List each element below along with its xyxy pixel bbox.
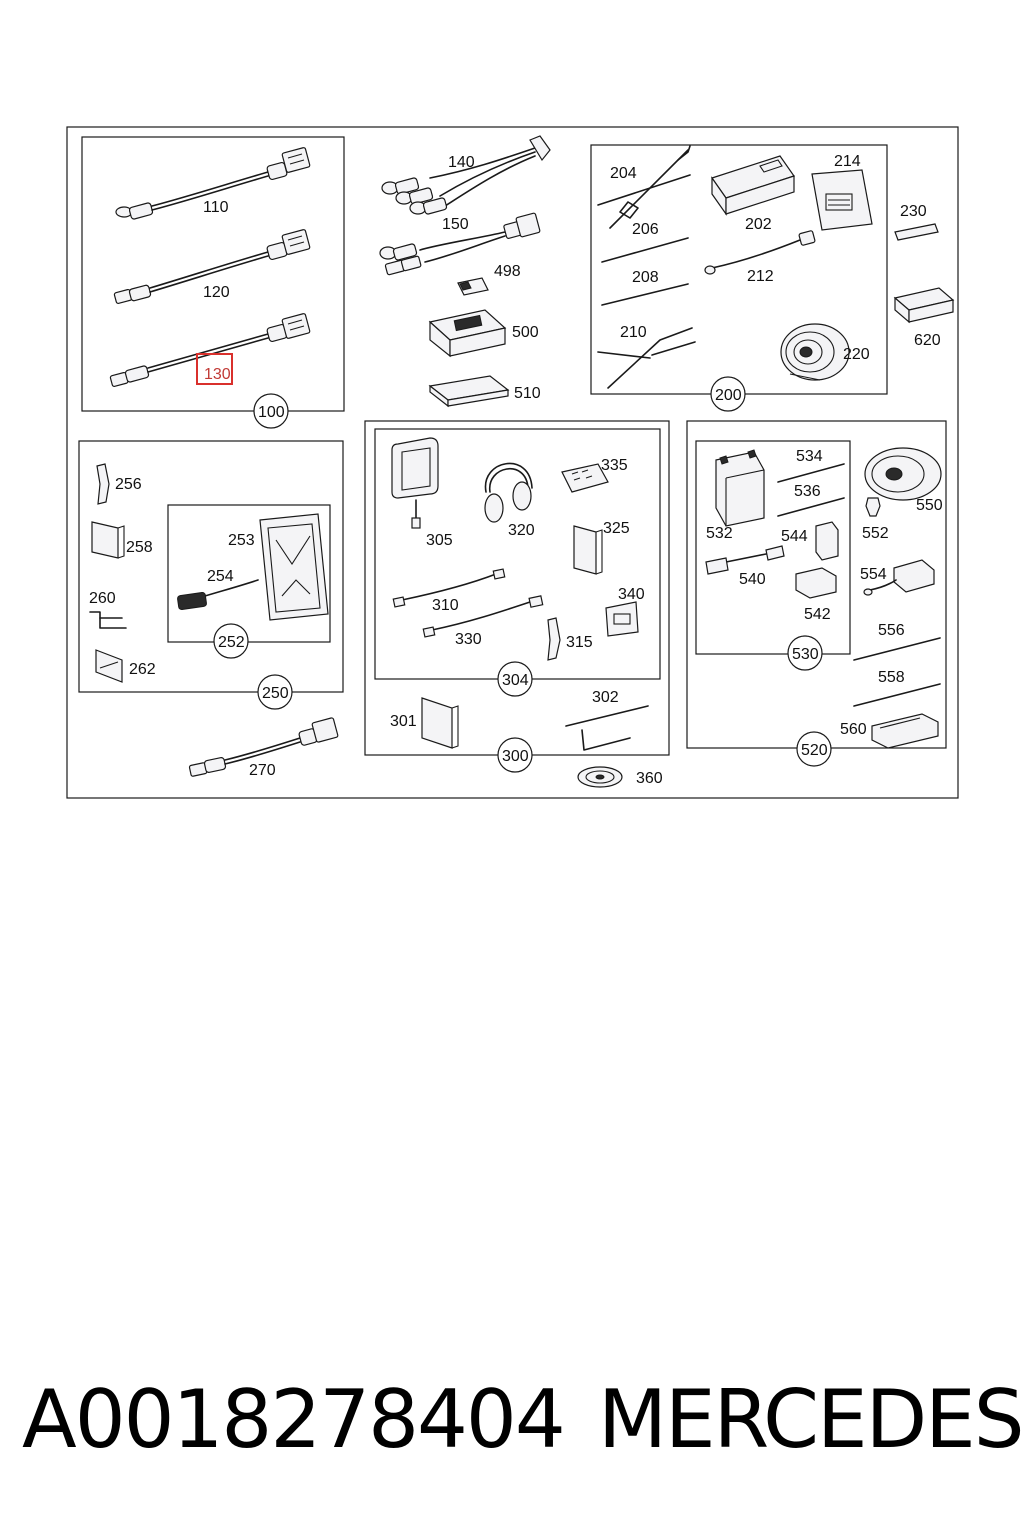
label-305: 305 <box>426 532 453 549</box>
label-315: 315 <box>566 634 593 651</box>
label-536: 536 <box>794 483 821 500</box>
label-360: 360 <box>636 770 663 787</box>
label-270: 270 <box>249 762 276 779</box>
label-256: 256 <box>115 476 142 493</box>
group-label-250: 250 <box>262 685 289 702</box>
highlight-box-130[interactable] <box>196 353 233 385</box>
group-label-200: 200 <box>715 387 742 404</box>
label-150: 150 <box>442 216 469 233</box>
label-556: 556 <box>878 622 905 639</box>
label-558: 558 <box>878 669 905 686</box>
label-254: 254 <box>207 568 234 585</box>
group-250: 252 250 <box>78 440 344 710</box>
cable-110-illustration <box>115 147 311 220</box>
part-number: A0018278404 <box>22 1373 566 1466</box>
label-330: 330 <box>455 631 482 648</box>
cable-130-illustration <box>109 313 311 388</box>
cable-270-illustration <box>188 717 339 777</box>
diagram-frame <box>66 126 959 799</box>
unit-500-illustration <box>428 309 507 358</box>
label-258: 258 <box>126 539 153 556</box>
label-552: 552 <box>862 525 889 542</box>
group-520: 530 520 <box>686 420 947 767</box>
group-100: 110 120 130 100 <box>81 136 345 429</box>
label-208: 208 <box>632 269 659 286</box>
label-542: 542 <box>804 606 831 623</box>
label-206: 206 <box>632 221 659 238</box>
group-label-252: 252 <box>218 634 245 651</box>
cables-140-150 <box>379 135 551 276</box>
label-210: 210 <box>620 324 647 341</box>
label-302: 302 <box>592 689 619 706</box>
label-320: 320 <box>508 522 535 539</box>
label-340: 340 <box>618 586 645 603</box>
cable-120-illustration <box>113 229 311 305</box>
group-label-100: 100 <box>258 404 285 421</box>
group-label-520: 520 <box>801 742 828 759</box>
label-230: 230 <box>900 203 927 220</box>
label-498: 498 <box>494 263 521 280</box>
label-554: 554 <box>860 566 887 583</box>
label-335: 335 <box>601 457 628 474</box>
label-204: 204 <box>610 165 637 182</box>
label-110: 110 <box>203 199 229 216</box>
label-120: 120 <box>203 284 230 301</box>
label-310: 310 <box>432 597 459 614</box>
label-540: 540 <box>739 571 766 588</box>
group-200: 200 <box>590 144 888 412</box>
group-300: 304 300 <box>364 420 670 773</box>
label-202: 202 <box>745 216 772 233</box>
group-label-304: 304 <box>502 672 529 689</box>
label-544: 544 <box>781 528 808 545</box>
label-532: 532 <box>706 525 733 542</box>
label-140: 140 <box>448 154 475 171</box>
label-510: 510 <box>514 385 541 402</box>
label-212: 212 <box>747 268 774 285</box>
label-325: 325 <box>603 520 630 537</box>
group-label-530: 530 <box>792 646 819 663</box>
label-550: 550 <box>916 497 943 514</box>
card-498-illustration <box>457 277 489 296</box>
label-500: 500 <box>512 324 539 341</box>
group-label-300: 300 <box>502 748 529 765</box>
brand-name: MERCEDES <box>598 1373 1024 1466</box>
label-253: 253 <box>228 532 255 549</box>
module-620-illustration <box>893 287 955 324</box>
disc-360-illustration <box>577 766 623 788</box>
label-301: 301 <box>390 713 417 730</box>
label-220: 220 <box>843 346 870 363</box>
label-260: 260 <box>89 590 116 607</box>
label-130: 130 <box>204 366 231 383</box>
manual-510-illustration <box>428 375 510 408</box>
label-214: 214 <box>834 153 861 170</box>
label-534: 534 <box>796 448 823 465</box>
label-262: 262 <box>129 661 156 678</box>
label-560: 560 <box>840 721 867 738</box>
label-620: 620 <box>914 332 941 349</box>
stick-230-illustration <box>894 223 939 241</box>
footer: A0018278404 MERCEDES <box>0 1370 1024 1470</box>
